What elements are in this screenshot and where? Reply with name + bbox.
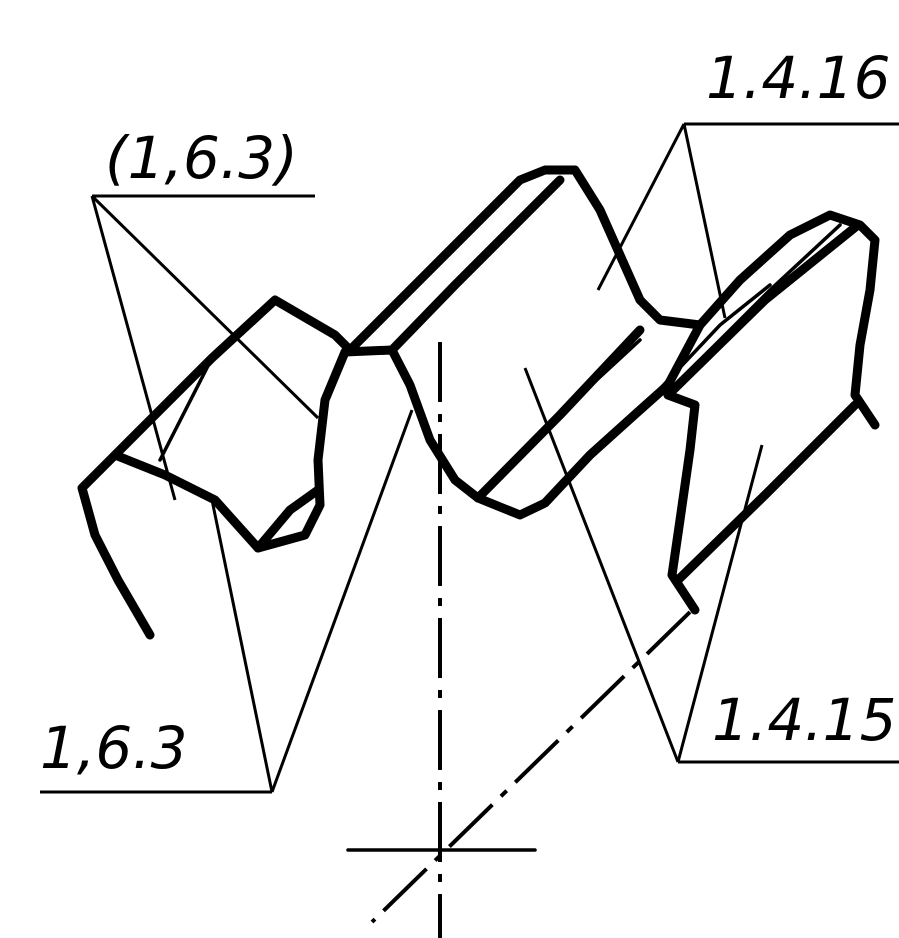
label-bottom-right: 1.4.15 [712,686,896,754]
middle-tooth [340,165,705,520]
right-tooth [638,210,880,615]
label-bottom-left: 1,6.3 [40,714,188,782]
centre-lines [346,342,692,938]
label-top-right: 1.4.16 [706,44,890,112]
leader-lines [40,122,899,794]
label-top-left: (1,6.3) [105,124,298,192]
left-tooth [77,295,355,640]
